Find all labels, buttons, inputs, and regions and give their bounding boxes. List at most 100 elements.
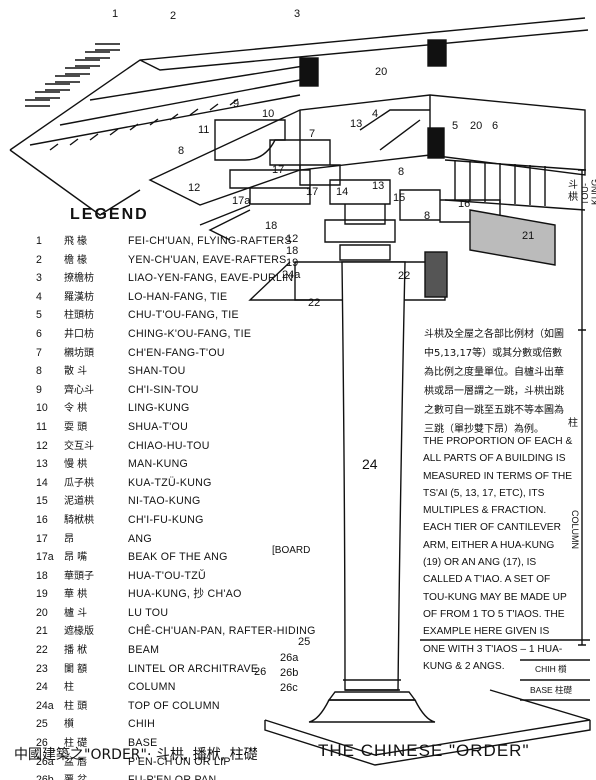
legend-chinese: 耍 頭 [64, 421, 88, 433]
legend-number: 26 [36, 737, 48, 750]
legend-number: 25 [36, 718, 48, 731]
column-label: COLUMN [570, 510, 580, 550]
legend-number: 12 [36, 439, 48, 452]
legend-chinese: 昂 [64, 533, 74, 545]
legend-term: Ling-kung [128, 402, 190, 415]
callout-12b: 12 [286, 233, 299, 245]
callout-19: 18 [286, 245, 299, 257]
legend-number: 8 [36, 365, 42, 378]
legend-number: 26b [36, 771, 64, 780]
legend-chinese: 井口枋 [64, 328, 94, 340]
callout-2: 2 [170, 10, 177, 22]
callout-22: 21 [522, 230, 535, 242]
legend-term: Fei-ch'uan, Flying-Rafters [128, 235, 292, 247]
footer-chinese-title: 中國建築之"ORDER"· 斗栱, 播栿, 柱礎 [14, 747, 258, 763]
legend-number: 5 [36, 309, 42, 322]
callout-13: 13 [350, 118, 363, 130]
legend-item: 15泥道栱Ni-tao-kung [36, 492, 316, 511]
legend-term: Ch'i-fu-kung [128, 513, 204, 526]
legend-item: 21遮椽版Chê-ch'uan-pan, Rafter-hiding [36, 622, 316, 641]
legend-chinese: 櫬坊頭 [64, 347, 94, 359]
legend-number: 9 [36, 383, 42, 396]
legend-item: 5柱頭枋Chu-t'ou-fang, Tie [36, 306, 316, 325]
callout-10: 10 [262, 108, 275, 120]
legend-number: 19 [36, 588, 48, 601]
legend-item: 22播 栿Beam [36, 641, 316, 660]
callout-12: 12 [188, 182, 201, 194]
legend-item: 25櫍Chih [36, 715, 316, 734]
legend-item: 17昂Ang [36, 530, 316, 549]
eave-edge [9, 149, 141, 216]
legend-chinese: 撩檐枋 [64, 273, 94, 285]
legend-number: 11 [36, 420, 47, 433]
legend-term: Hua-t'ou-tzŭ [128, 569, 206, 582]
legend-term: Lo-han-fang, Tie [128, 290, 228, 303]
callout-17a: 17a [232, 195, 251, 207]
legend-chinese: 飛 椽 [64, 236, 88, 247]
callout-8: 8 [178, 145, 185, 157]
callout-14: 14 [336, 186, 349, 198]
legend-item: 26柱 礎Base [36, 734, 316, 753]
legend-number: 4 [36, 290, 42, 303]
legend-term: Column [128, 681, 176, 694]
legend-term: Shua-t'ou [128, 420, 189, 433]
callout-5: 5 [452, 120, 459, 132]
legend-item: 1飛 椽Fei-ch'uan, Flying-Rafters [36, 232, 316, 251]
legend-term: Kua-tzü-kung [128, 476, 212, 489]
callout-3: 3 [294, 8, 301, 20]
english-note: The proportion of each & all parts of a … [423, 436, 573, 672]
callout-8c: 8 [424, 210, 431, 222]
legend-term: Ch'i-sin-tou [128, 383, 199, 396]
callout-11: 11 [198, 124, 210, 136]
legend-item: 18華頭子Hua-t'ou-tzŭ [36, 567, 316, 586]
callout-23: 22 [308, 297, 321, 309]
column-shaft [341, 261, 406, 691]
legend-number: 22 [36, 644, 48, 657]
legend-chinese: 華頭子 [64, 570, 94, 582]
legend-term: Chiao-hu-tou [128, 439, 210, 452]
legend-chinese: 慢 栱 [64, 459, 88, 471]
base-lip [327, 691, 417, 701]
legend-term: Lu tou [128, 606, 169, 619]
legend-chinese: 盆 唇 [64, 756, 88, 768]
callout-17: 17 [272, 164, 285, 176]
legend-item: 6井口枋Ching-k'ou-fang, Tie [36, 325, 316, 344]
legend-chinese: 齊心斗 [64, 384, 94, 396]
legend-title: LEGEND [70, 206, 149, 223]
base-pan [308, 699, 436, 723]
legend-chinese: 令 栱 [64, 403, 88, 415]
legend-chinese: 檐 椽 [64, 254, 88, 266]
legend-chinese: 騎栿栱 [64, 514, 94, 526]
legend-chinese: 羅漢枋 [64, 291, 94, 303]
plinth [264, 689, 591, 756]
beam-end [469, 209, 556, 266]
callout-21a: 20 [375, 66, 388, 78]
legend-term: Chih [128, 718, 156, 731]
legend-chinese: 散 斗 [64, 366, 88, 378]
callout-6: 6 [492, 120, 499, 132]
legend-number: 16 [36, 513, 48, 526]
legend-chinese: 播 栿 [64, 645, 88, 657]
legend-chinese: 華 栱 [64, 589, 88, 601]
callout-8b: 8 [398, 166, 405, 178]
legend-term: Yen-ch'uan, Eave-Rafters [128, 253, 287, 266]
legend-number: 6 [36, 327, 42, 340]
legend-term: Liao-yen-fang, Eave-purlin [128, 272, 294, 285]
callout-1: 1 [112, 8, 119, 20]
tou-kung-cn-label: 斗栱 [568, 180, 578, 203]
legend-term: Chê-ch'uan-pan, Rafter-hiding [128, 625, 316, 638]
legend-item: 24柱Column [36, 678, 316, 697]
legend-item: 14瓜子栱Kua-tzü-kung [36, 474, 316, 493]
footer-english-title: THE CHINESE "ORDER" [318, 741, 530, 760]
callout-7: 7 [309, 128, 316, 140]
legend-number: 24a [36, 699, 54, 712]
legend-term: Ch'en-fang-t'ou [128, 346, 225, 359]
callout-20: 19 [286, 257, 299, 269]
tie-beams [148, 94, 586, 206]
legend-item: 20櫨 斗Lu tou [36, 604, 316, 623]
